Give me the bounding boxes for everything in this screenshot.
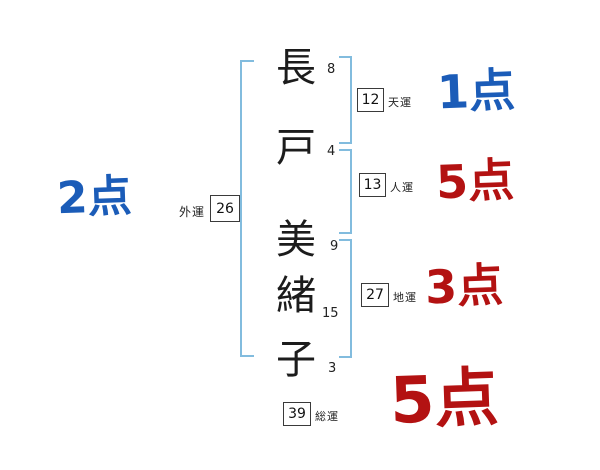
tenun-label: 天運 — [388, 96, 412, 109]
chiun-value-box: 27 — [361, 283, 389, 307]
name-char-5: 子 — [276, 337, 316, 383]
gaiun-value: 26 — [216, 200, 234, 217]
souun-value-box: 39 — [283, 402, 311, 426]
score-tenun: 1点 — [436, 62, 516, 120]
name-char-2: 戸 — [276, 125, 316, 171]
gaiun-label: 外運 — [179, 205, 206, 219]
name-char-3: 美 — [276, 217, 316, 263]
stroke-count-5: 3 — [328, 361, 337, 376]
tenun-value: 12 — [361, 92, 380, 108]
tenun-value-box: 12 — [357, 88, 384, 112]
gaiun-value-box: 26 — [210, 195, 240, 222]
gaiun-bracket — [240, 60, 254, 357]
souun-label: 総運 — [315, 410, 339, 423]
score-souun: 5点 — [388, 361, 500, 439]
jinun-bracket — [339, 149, 352, 234]
chiun-label: 地運 — [393, 291, 417, 304]
score-gaiun: 2点 — [56, 170, 133, 225]
chiun-bracket — [339, 239, 352, 358]
tenun-bracket — [339, 56, 352, 144]
name-char-1: 長 — [276, 45, 316, 91]
score-jinun: 5点 — [435, 152, 515, 210]
souun-value: 39 — [288, 406, 306, 422]
jinun-value-box: 13 — [359, 173, 386, 197]
chiun-value: 27 — [366, 287, 384, 303]
stroke-count-1: 8 — [327, 62, 336, 77]
name-char-4: 緒 — [276, 273, 316, 319]
stroke-count-2: 4 — [327, 144, 336, 159]
jinun-value: 13 — [363, 177, 382, 193]
jinun-label: 人運 — [390, 181, 414, 194]
stroke-count-3: 9 — [330, 239, 339, 254]
score-chiun: 3点 — [424, 257, 504, 315]
stroke-count-4: 15 — [322, 306, 339, 321]
